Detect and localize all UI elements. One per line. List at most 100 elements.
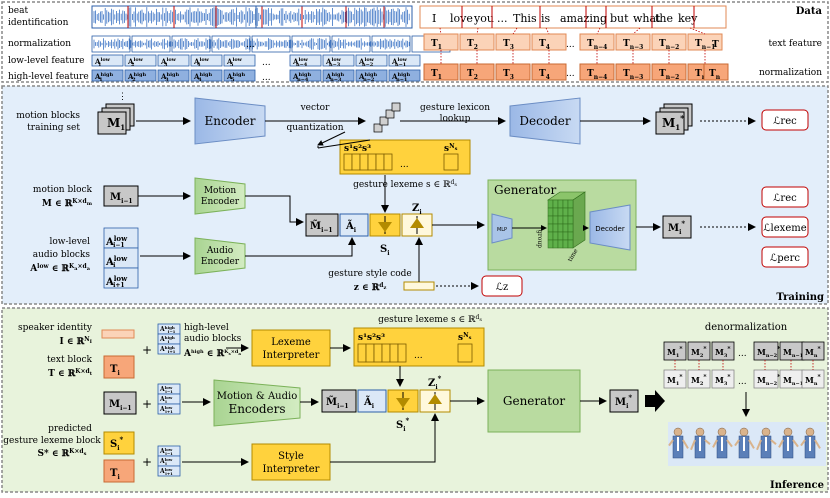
word: ... <box>497 12 508 25</box>
z-star-block <box>419 389 451 413</box>
data-panel-title: Data <box>796 6 823 17</box>
svg-text:M3*: M3* <box>715 374 730 387</box>
svg-text:M2*: M2* <box>691 374 706 387</box>
codebook-cell <box>351 153 361 171</box>
predicted-label-1: predicted <box>48 424 92 434</box>
svg-text:Mi*: Mi* <box>668 219 685 236</box>
high-feature-cell <box>190 69 223 82</box>
high-label-1: high-level <box>184 323 229 333</box>
high-feature-cell <box>223 69 256 82</box>
svg-text:Si: Si <box>380 244 390 257</box>
pose-figure <box>778 427 799 459</box>
pose-figure <box>800 427 821 459</box>
svg-text:ℒlexeme: ℒlexeme <box>763 223 806 234</box>
loss-perc <box>761 246 809 268</box>
codebook-cell <box>381 343 391 363</box>
training-set-label-2: training set <box>27 123 80 133</box>
decoder: Decoder <box>509 97 581 145</box>
m-tilde-inference <box>321 389 357 413</box>
row-label-beat: beat <box>8 6 28 16</box>
svg-text:s¹s²s³: s¹s²s³ <box>344 144 371 154</box>
codebook-cell <box>397 343 407 363</box>
predicted-label-3: S* ∈ ℝK×ds <box>38 448 87 459</box>
low-feature-cell <box>91 54 124 67</box>
lowlevel-label-2: audio blocks <box>33 250 91 260</box>
svg-text:s¹s²s³: s¹s²s³ <box>358 333 385 343</box>
word: love <box>450 12 473 25</box>
svg-text:Mn*: Mn* <box>805 374 821 387</box>
speaker-block <box>101 329 135 339</box>
high-label-2: audio blocks <box>184 334 242 344</box>
a-tilde-block <box>339 213 369 237</box>
audio-block <box>157 465 181 477</box>
svg-text:Encoder: Encoder <box>205 114 256 128</box>
m1-label: M1 <box>107 116 125 132</box>
svg-text:...: ... <box>414 351 423 361</box>
inference-panel-title: Inference <box>770 480 824 491</box>
svg-text:Zi: Zi <box>412 203 422 216</box>
word: but <box>610 12 629 25</box>
word: ... <box>593 12 604 25</box>
codebook-cell <box>389 343 399 363</box>
vq-label-1: vector <box>300 103 330 113</box>
loss-lexeme <box>761 216 809 238</box>
svg-text:Ti: Ti <box>110 468 120 481</box>
svg-text:Si*: Si* <box>110 435 124 452</box>
svg-text:Generator: Generator <box>494 183 556 197</box>
denorm-row-top: M1*M2*M3*...Mn−2*Mn−1*Mn* <box>663 341 825 361</box>
svg-text:Ti: Ti <box>110 364 120 377</box>
waveform-norm: ... <box>91 35 451 53</box>
speaker-label-2: I ∈ ℝNI <box>60 336 93 347</box>
svg-text:ℒz: ℒz <box>496 282 508 293</box>
high-feature-cell <box>289 69 322 82</box>
svg-text:...: ... <box>566 69 575 79</box>
codebook-cell <box>359 153 369 171</box>
low-feature-cell <box>124 54 157 67</box>
high-feature-cell <box>91 69 124 82</box>
svg-text:T4: T4 <box>539 39 550 51</box>
svg-text:+: + <box>142 343 152 357</box>
svg-text:Generator: Generator <box>503 394 565 408</box>
audio-block <box>157 403 181 415</box>
word: the <box>655 12 673 25</box>
audio-encoder: Audio Encoder <box>194 237 246 275</box>
low-feature-cell <box>223 54 256 67</box>
low-feature-cell <box>289 54 322 67</box>
svg-text:Motion & Audio: Motion & Audio <box>217 391 297 402</box>
word: what <box>633 12 661 25</box>
pose-figure <box>734 427 755 459</box>
codebook-cell <box>367 153 377 171</box>
svg-text:Mi*: Mi* <box>615 393 632 410</box>
svg-text:M̃i−1: M̃i−1 <box>310 220 333 234</box>
svg-text:ℒrec: ℒrec <box>773 193 797 204</box>
svg-text:sNs: sNs <box>444 143 458 154</box>
pose-figure <box>668 427 689 459</box>
t-i-block-bottom <box>103 459 135 483</box>
svg-text:T1: T1 <box>431 69 442 81</box>
text-block-label-2: T ∈ ℝK×dt <box>48 368 93 379</box>
word: I <box>432 12 436 25</box>
svg-text:sNs: sNs <box>458 332 472 343</box>
svg-text:T3: T3 <box>503 69 514 81</box>
high-feature-cell <box>124 69 157 82</box>
svg-text:Si*: Si* <box>396 416 410 433</box>
svg-text:T4: T4 <box>539 69 550 81</box>
style-code-block <box>403 281 435 291</box>
audio-block <box>103 267 139 289</box>
